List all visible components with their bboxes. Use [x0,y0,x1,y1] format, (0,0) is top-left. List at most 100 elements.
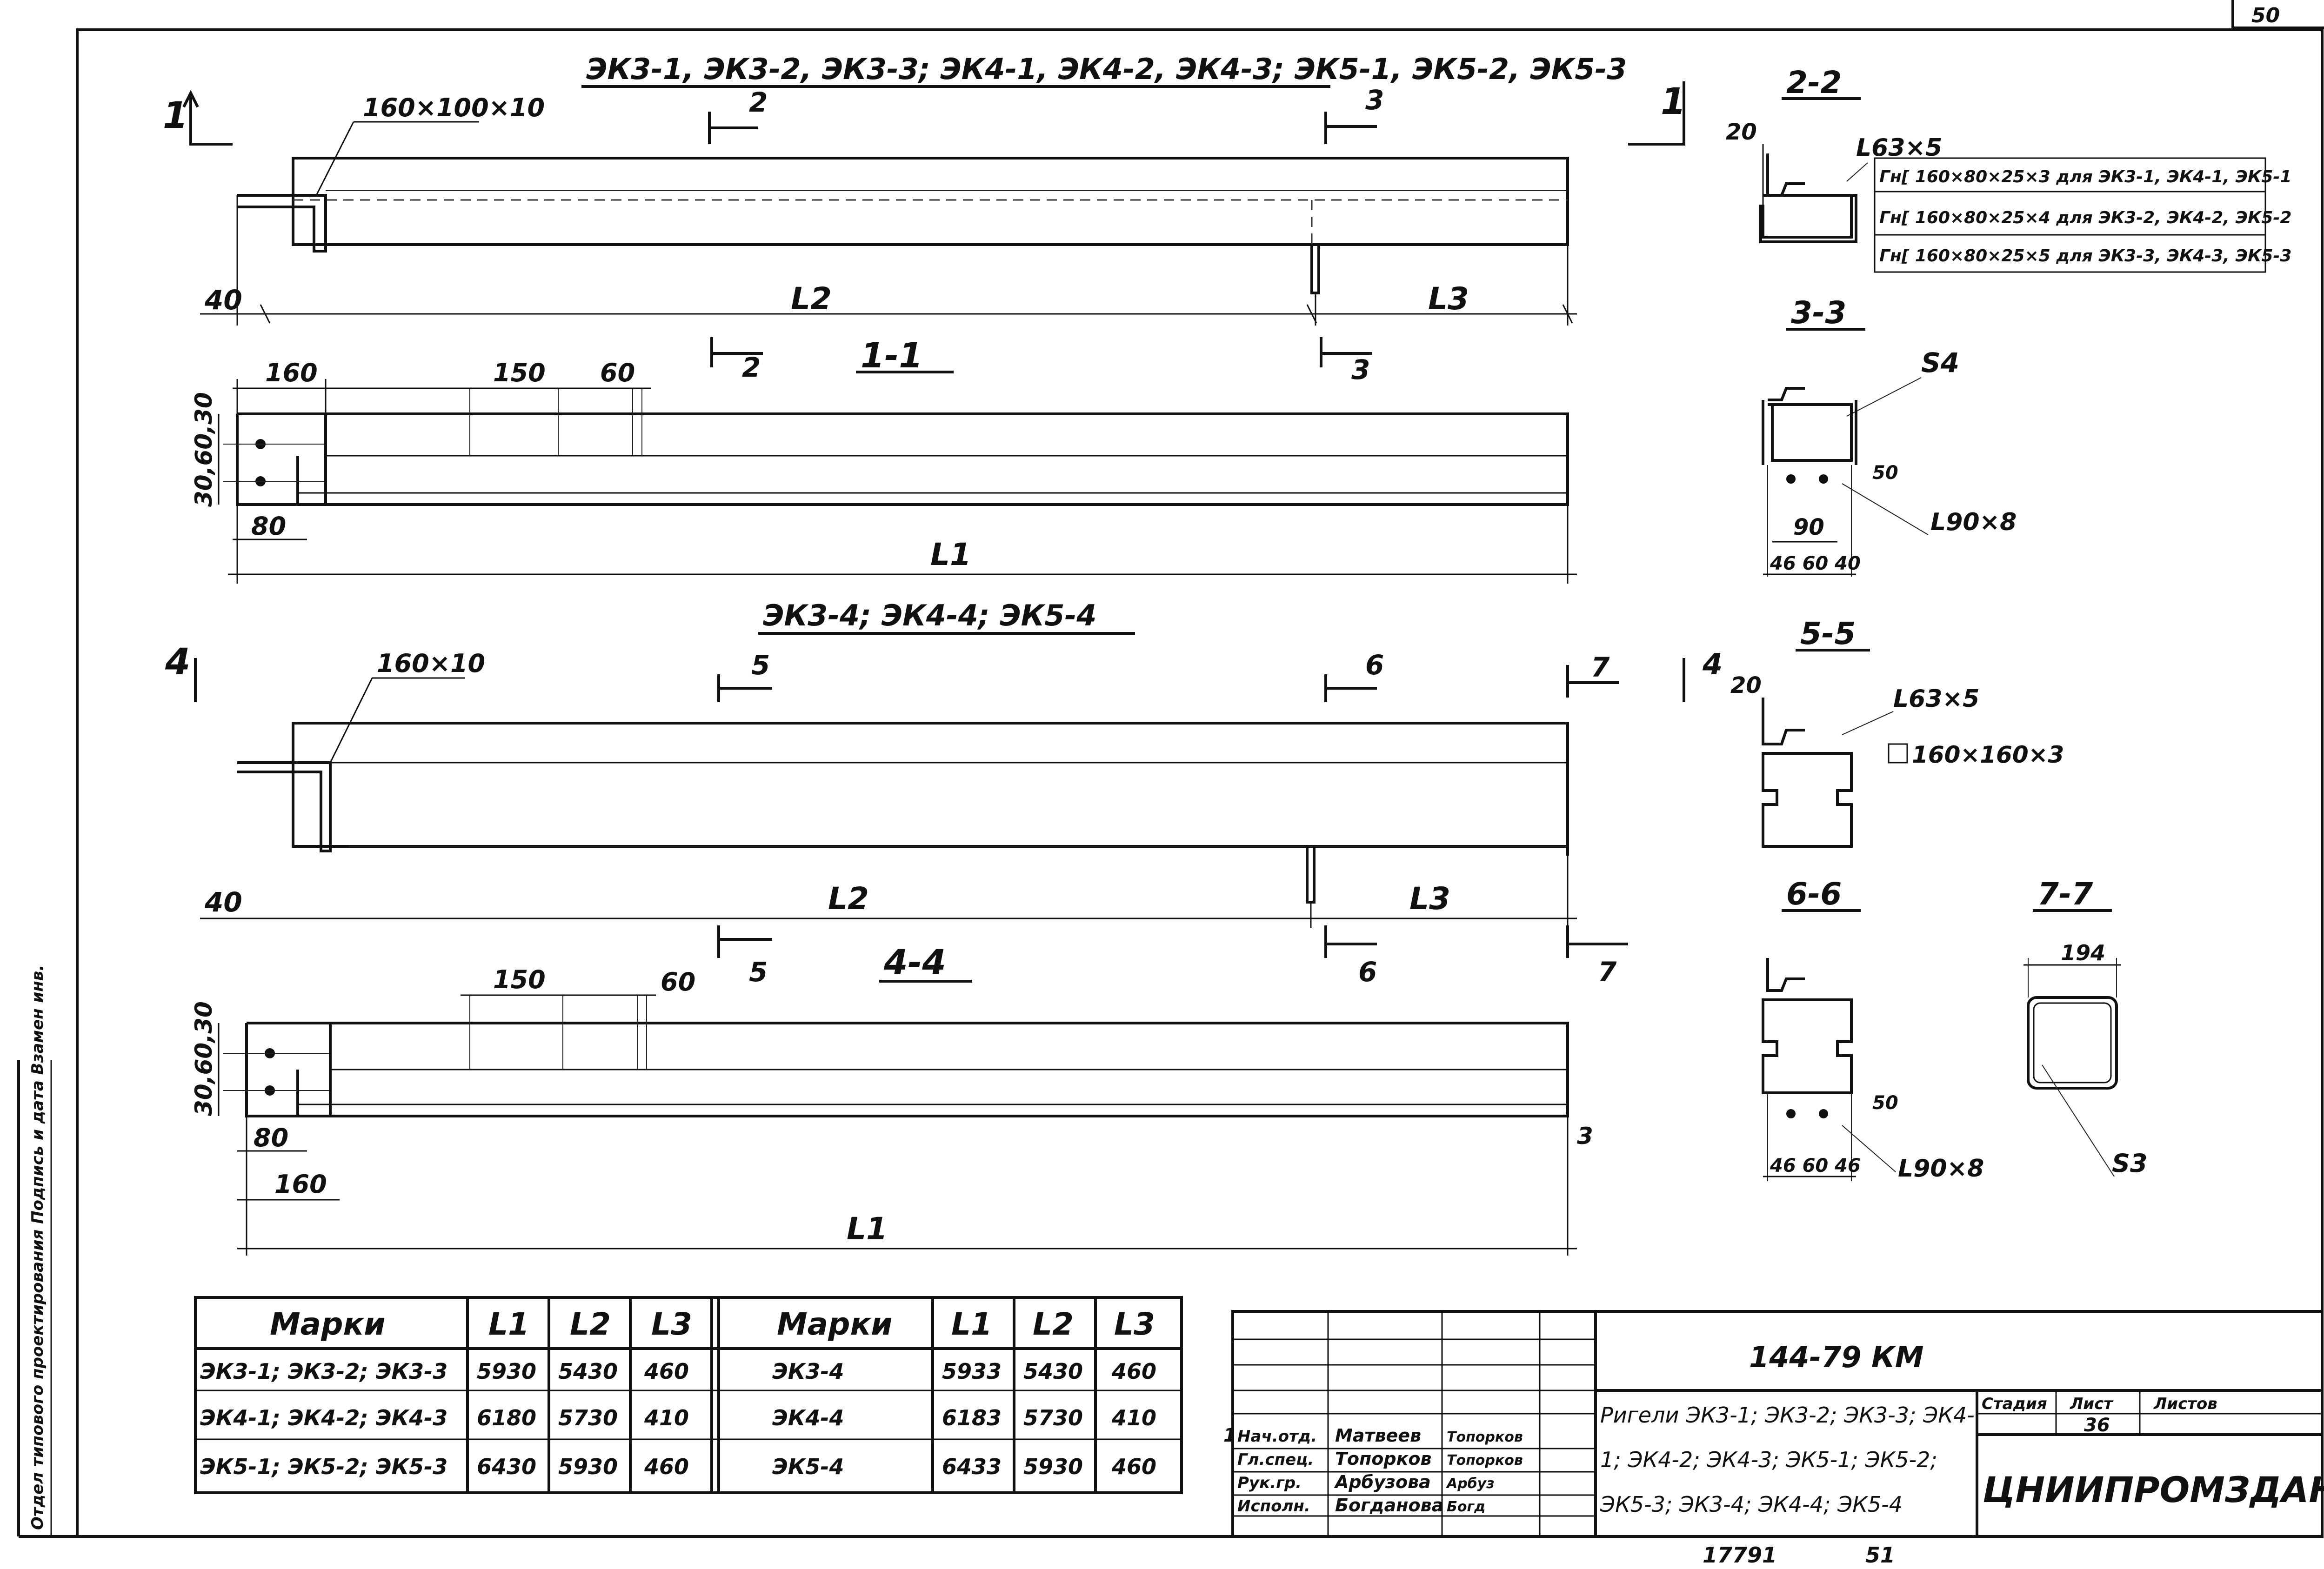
table-cell: 5933 [942,1359,1002,1384]
dim-L2-bottom: L2 [828,881,869,917]
dim-vertical-plan-bottom: 30,60,30 [190,1001,217,1116]
bolt-hole [1786,474,1796,484]
s77-plate: S3 [2112,1149,2147,1178]
section-title-2-2: 2-2 [1786,65,1842,100]
s55-angle-shape [1762,698,1805,745]
s33-dim50: 50 [1872,462,1898,484]
title-block-title-box: Ригели ЭК3-1; ЭК3-2; ЭК3-3; ЭК4-1; ЭК4-2… [1600,1403,1975,1517]
section-mark-5-top: 5 [751,649,770,681]
s22-notes-box [1874,157,2266,273]
section-cut-5-top [717,674,772,702]
title-block-grid [1231,1310,2324,1538]
bottom-number-2: 51 [1865,1542,1895,1567]
table-header-L2-right: L2 [1033,1306,1074,1342]
dim-L1-bottom: L1 [847,1211,888,1247]
section-mark-7-bottom: 7 [1598,956,1617,988]
table-cell: ЭК4-1; ЭК4-2; ЭК4-3 [200,1405,447,1430]
end-plate-plan-bottom [245,1022,330,1117]
s66-tube [1762,998,1853,1094]
section-mark-6-top: 6 [1365,649,1384,681]
section-mark-3-bottom: 3 [1351,354,1370,386]
tb-role: Рук.гр. [1237,1474,1302,1492]
s33-dim90: 90 [1793,514,1824,540]
dim-80-plan-bottom: 80 [254,1123,288,1152]
tb-stage-label: Стадия [1982,1395,2047,1413]
table-cell: 5430 [558,1359,618,1384]
elev-bottom-plate-label: 160×10 [377,649,485,678]
table-header-marks-right: Марки [777,1306,893,1342]
dim-160-plan-bottom: 160 [274,1170,327,1199]
s33-dims-bottom: 46 60 40 [1770,553,1861,574]
table-cell: 460 [1111,1454,1156,1479]
dim-160-plan-top: 160 [265,358,318,387]
s77-tube [2027,996,2118,1090]
section-title-5-5: 5-5 [1800,616,1856,652]
tb-sheet-label: Лист [2070,1395,2114,1413]
s55-angle: L63×5 [1893,685,1979,713]
table-cell: 5730 [1023,1405,1083,1430]
leader-line [1846,162,1868,182]
beam-top-elevation [292,157,1569,246]
table-cell: 6433 [942,1454,1002,1479]
leader-line [329,678,373,763]
s22-note1: Гн[ 160×80×25×3 для ЭК3-1, ЭК4-1, ЭК5-1 [1879,167,2291,186]
table-cell: ЭК5-1; ЭК5-2; ЭК5-3 [200,1454,447,1479]
tb-name: Матвеев [1335,1425,1421,1446]
title-block-rev: 1 [1223,1425,1236,1446]
section-title-6-6: 6-6 [1786,876,1842,912]
s66-dim50: 50 [1872,1092,1898,1114]
bolt-hole [1819,474,1828,484]
dim-60-plan-bottom: 60 [661,967,695,997]
end-mark-plan-bottom: 3 [1577,1123,1593,1150]
view-mark-1-left: 1 [163,95,188,137]
section-title-4-4: 4-4 [883,943,946,983]
table-cell: 460 [644,1359,689,1384]
dim-80-plan-top: 80 [251,512,286,541]
leader-line [1842,483,1929,535]
tb-name: Топорков [1335,1449,1432,1469]
s66-angle-label: L90×8 [1898,1155,1984,1183]
section-cut-2-top [708,112,758,144]
s66-angle-shape [1766,958,1805,992]
s33-box [1768,403,1853,462]
view-mark-1-right: 1 [1661,81,1686,123]
tb-name: Арбузова [1334,1472,1431,1492]
tb-sheet-no: 36 [2084,1415,2110,1436]
group1-title: ЭК3-1, ЭК3-2, ЭК3-3; ЭК4-1, ЭК4-2, ЭК4-3… [586,52,1627,86]
table-cell: 460 [1111,1359,1156,1384]
section-cut-7-top [1566,665,1619,698]
title-block-title: Ригели ЭК3-1; ЭК3-2; ЭК3-3; ЭК4-1; ЭК4-2… [1600,1403,1975,1517]
tb-sign: Топорков [1447,1429,1523,1445]
dim-60-plan-top: 60 [600,358,635,387]
table-header-L2-left: L2 [570,1306,611,1342]
section-cut-3-bottom [1320,337,1372,367]
table-cell: 5730 [558,1405,618,1430]
dim-tick [260,304,271,324]
dim-L1-top: L1 [930,537,971,572]
table-cell: 6430 [477,1454,536,1479]
tb-sign: Богд [1447,1499,1485,1515]
table-cell: 5930 [477,1359,536,1384]
tb-sign: Топорков [1447,1452,1523,1469]
tb-role: Гл.спец. [1237,1450,1314,1469]
table-header-L1-right: L1 [951,1306,992,1342]
table-header-L1-left: L1 [488,1306,529,1342]
tb-sign: Арбуз [1446,1476,1495,1492]
page-number: 50 [2251,4,2280,27]
page-number-box [2231,0,2324,29]
dim-L2-top: L2 [791,281,832,317]
section-mark-5-bottom: 5 [749,956,768,988]
elev-top-plate-label: 160×100×10 [363,93,545,122]
s55-dim20: 20 [1730,672,1762,698]
dim-40-bottom: 40 [204,886,242,918]
dim-L3-bottom: L3 [1409,881,1450,917]
section-cut-6-top [1324,674,1377,702]
section-mark-3-top: 3 [1365,84,1384,116]
table-cell: 460 [644,1454,689,1479]
table-cell: ЭК4-4 [772,1405,844,1430]
section-title-7-7: 7-7 [2037,876,2093,912]
s22-angle: L63×5 [1856,134,1942,162]
table-cell: ЭК3-4 [772,1359,844,1384]
section-mark-2-bottom: 2 [742,352,761,383]
